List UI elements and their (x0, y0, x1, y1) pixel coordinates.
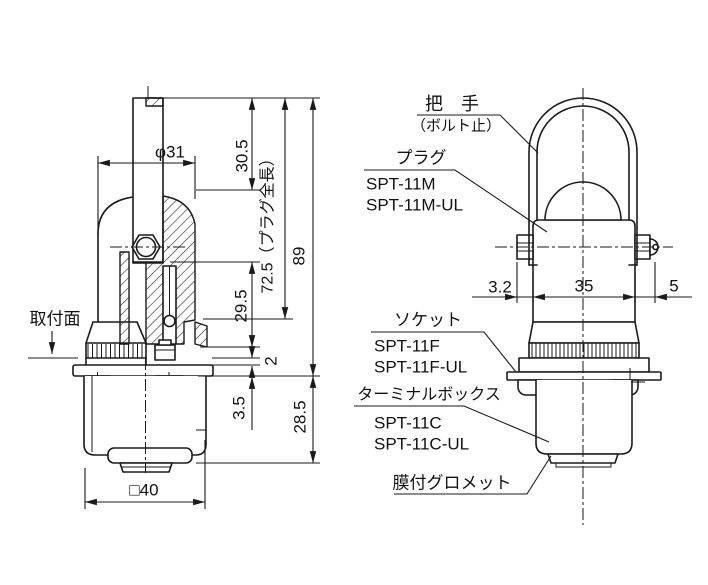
leader-plug (364, 169, 548, 233)
handle-cap-hatch (145, 97, 164, 107)
extension-lines-right (516, 262, 656, 303)
pin-tip (163, 314, 176, 328)
socket-label: ソケット (394, 311, 462, 330)
terminal-box-ext (535, 380, 633, 455)
handle-note: （ボルト止） (411, 118, 501, 135)
leader-socket (371, 331, 517, 373)
leader-grommet (394, 455, 552, 495)
terminal-box-model-1: SPT-11C (374, 414, 442, 433)
socket-neck (85, 357, 147, 366)
grommet-lip-ext (547, 453, 619, 464)
leader-terminal-box (354, 405, 550, 443)
bolt-left-facets (517, 242, 533, 252)
grommet-label: 膜付グロメット (393, 474, 512, 493)
socket-flange-plate (506, 371, 662, 381)
terminal-box-base (107, 447, 193, 464)
dimension-lines (28, 97, 692, 509)
dim-text-72-5: 72.5（プラグ全長） (259, 150, 277, 293)
knurl-bars-ext (531, 343, 637, 358)
handle-label: 把 手 (425, 94, 479, 114)
plug-model-1: SPT-11M (366, 175, 436, 194)
dim-text-phi31: φ31 (155, 143, 185, 162)
terminal-box-label: ターミナルボックス (357, 386, 501, 404)
section-view (72, 86, 214, 473)
leader-lines (354, 114, 552, 495)
mounting-surface-label: 取付面 (30, 310, 81, 329)
dim-text-29-5: 29.5 (232, 289, 251, 322)
dim-text-2: 2 (262, 356, 281, 365)
annotation-text: φ31 30.5 72.5（プラグ全長） 89 29.5 2 3.5 28.5 … (30, 94, 679, 500)
dim-text-28-5: 28.5 (291, 400, 310, 433)
socket-model-1: SPT-11F (374, 337, 440, 356)
plug-model-2: SPT-11M-UL (366, 196, 463, 215)
dim-text-89: 89 (290, 247, 309, 266)
latch-hatch (194, 321, 208, 348)
dim-text-40: □40 (129, 481, 158, 500)
socket-model-2: SPT-11F-UL (374, 358, 467, 377)
terminal-box-detail (91, 376, 206, 452)
dim-text-30-5: 30.5 (233, 139, 252, 172)
plug-cylinder (532, 219, 636, 323)
socket-shoulder-ext (528, 321, 640, 344)
dim-text-5: 5 (669, 277, 678, 296)
extension-lines-left (28, 97, 320, 509)
terminal-box-model-2: SPT-11C-UL (374, 435, 469, 454)
lower-contact (154, 344, 176, 361)
dim-text-35: 35 (575, 277, 594, 296)
knurl-bars (87, 344, 143, 358)
external-view (495, 88, 673, 525)
mounting-flange (72, 364, 214, 377)
dim-text-3-5: 3.5 (230, 396, 249, 420)
plug-label: プラグ (396, 149, 447, 168)
socket-shoulder (85, 321, 147, 344)
leader-handle (417, 114, 539, 154)
lower-contact-cap (158, 339, 172, 346)
dim-text-3-2: 3.2 (488, 278, 512, 297)
inner-wall-hatch (119, 251, 130, 345)
